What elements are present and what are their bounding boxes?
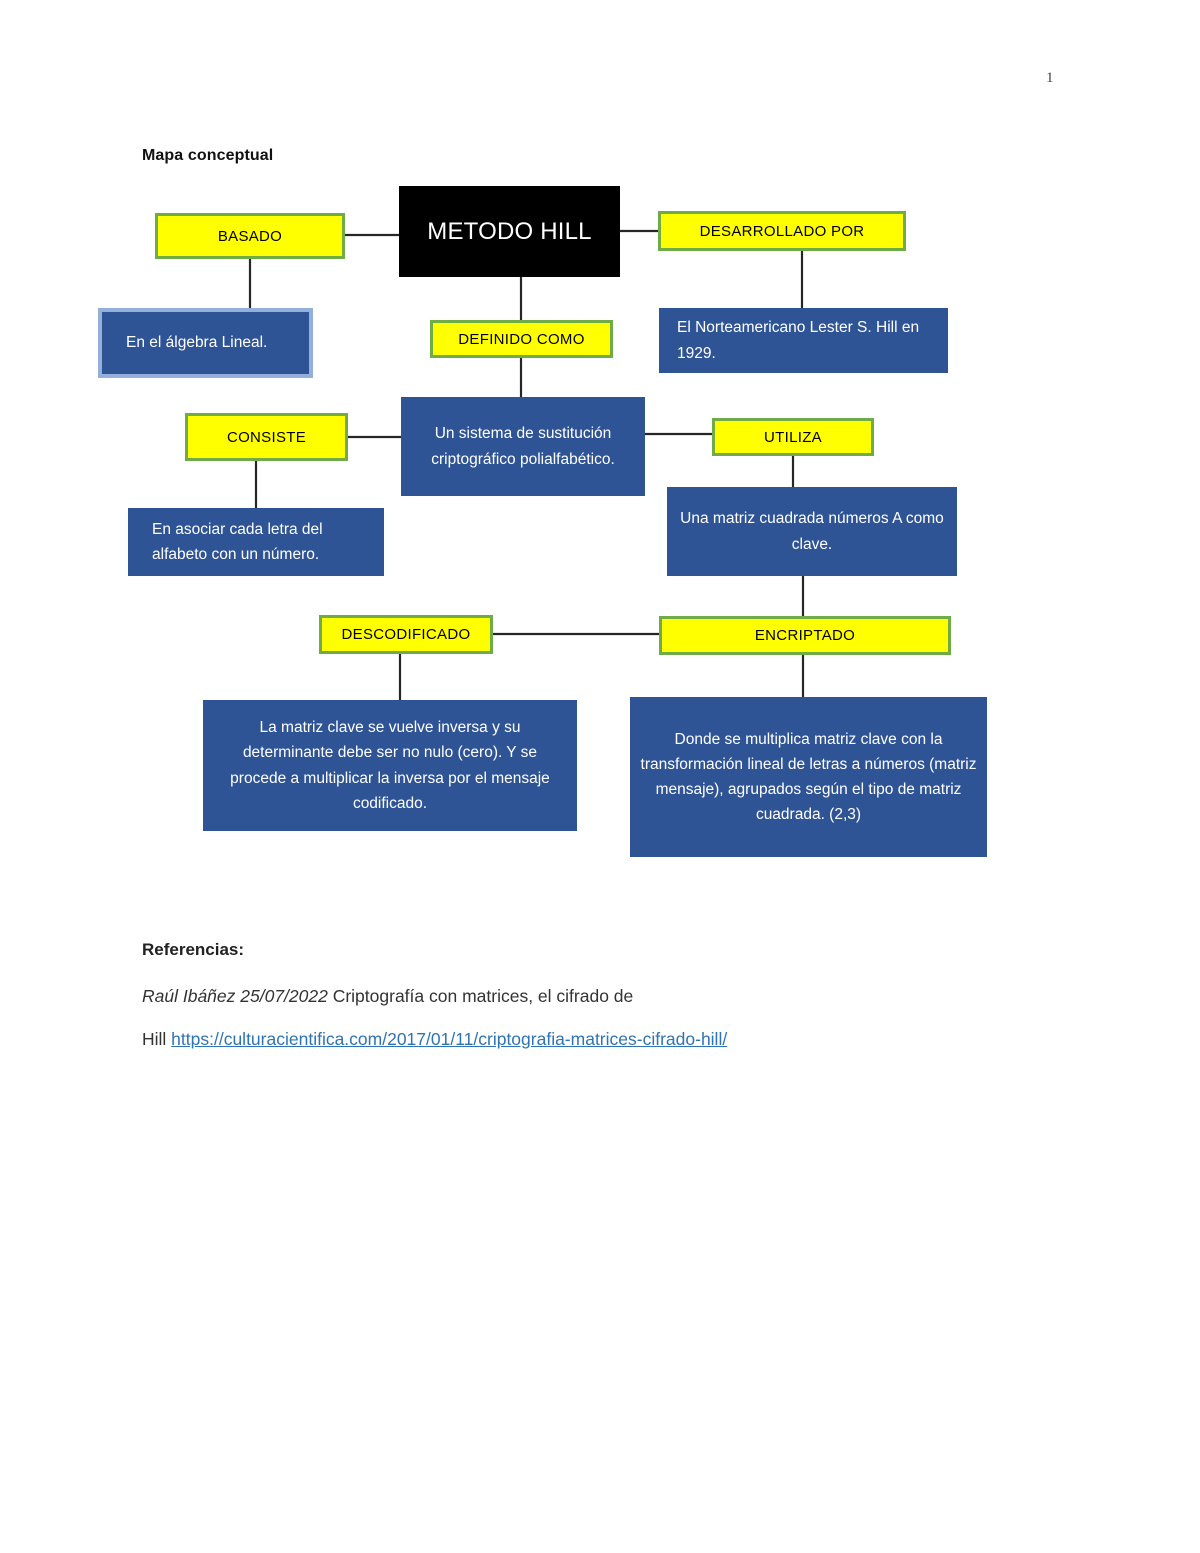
node-sistema-sustitucion-text: Un sistema de sustitución criptográfico … [431,425,615,468]
node-matriz-cuadrada-text: Una matriz cuadrada números A como clave… [680,510,944,553]
node-descodificado[interactable]: DESCODIFICADO [319,615,493,654]
node-consiste[interactable]: CONSISTE [185,413,348,461]
node-encriptado-description[interactable]: Donde se multiplica matriz clave con la … [630,697,987,857]
node-algebra-lineal-text: En el álgebra Lineal. [126,334,268,352]
node-asociar-letras-text: En asociar cada letra del alfabeto con u… [152,520,323,563]
page-title: Mapa conceptual [142,147,274,164]
node-basado-label: BASADO [217,227,283,245]
reference-entry-1: Raúl Ibáñez 25/07/2022 Criptografía con … [142,986,1042,1007]
node-matriz-cuadrada[interactable]: Una matriz cuadrada números A como clave… [667,487,957,576]
reference-title-text: Criptografía con matrices, el cifrado de [327,986,634,1006]
reference-entry-2: Hill https://culturacientifica.com/2017/… [142,1029,1042,1050]
concept-map-diagram: METODO HILL BASADO DESARROLLADO POR En e… [98,186,987,857]
node-descodificado-description[interactable]: La matriz clave se vuelve inversa y su d… [203,700,577,831]
node-desarrollado-por-label: DESARROLLADO POR [699,222,865,240]
reference-url-link[interactable]: https://culturacientifica.com/2017/01/11… [171,1029,728,1049]
node-lester-hill-text: El Norteamericano Lester S. Hill en 1929… [677,319,920,362]
references-title: Referencias: [142,940,245,959]
node-algebra-lineal[interactable]: En el álgebra Lineal. [98,308,313,378]
node-sistema-sustitucion[interactable]: Un sistema de sustitución criptográfico … [401,397,645,496]
reference-author-date: Raúl Ibáñez 25/07/2022 [142,986,328,1006]
node-encriptado[interactable]: ENCRIPTADO [659,616,951,655]
page-number: 1 [1046,70,1054,86]
node-metodo-hill[interactable]: METODO HILL [399,186,620,277]
node-encriptado-description-text: Donde se multiplica matriz clave con la … [640,730,977,824]
node-consiste-label: CONSISTE [226,428,307,446]
node-encriptado-label: ENCRIPTADO [754,627,856,644]
node-asociar-letras[interactable]: En asociar cada letra del alfabeto con u… [128,508,384,576]
references-section: Referencias: Raúl Ibáñez 25/07/2022 Crip… [142,940,1042,1072]
node-utiliza[interactable]: UTILIZA [712,418,874,456]
node-basado[interactable]: BASADO [155,213,345,259]
node-descodificado-description-text: La matriz clave se vuelve inversa y su d… [230,719,550,812]
node-desarrollado-por[interactable]: DESARROLLADO POR [658,211,906,251]
reference-line2-prefix: Hill [142,1029,172,1049]
node-lester-hill[interactable]: El Norteamericano Lester S. Hill en 1929… [659,308,948,373]
node-metodo-hill-label: METODO HILL [427,217,592,245]
node-utiliza-label: UTILIZA [764,428,822,446]
node-definido-como-label: DEFINIDO COMO [458,330,585,348]
node-descodificado-label: DESCODIFICADO [341,626,471,643]
connector-layer [248,229,805,700]
node-definido-como[interactable]: DEFINIDO COMO [430,320,613,358]
